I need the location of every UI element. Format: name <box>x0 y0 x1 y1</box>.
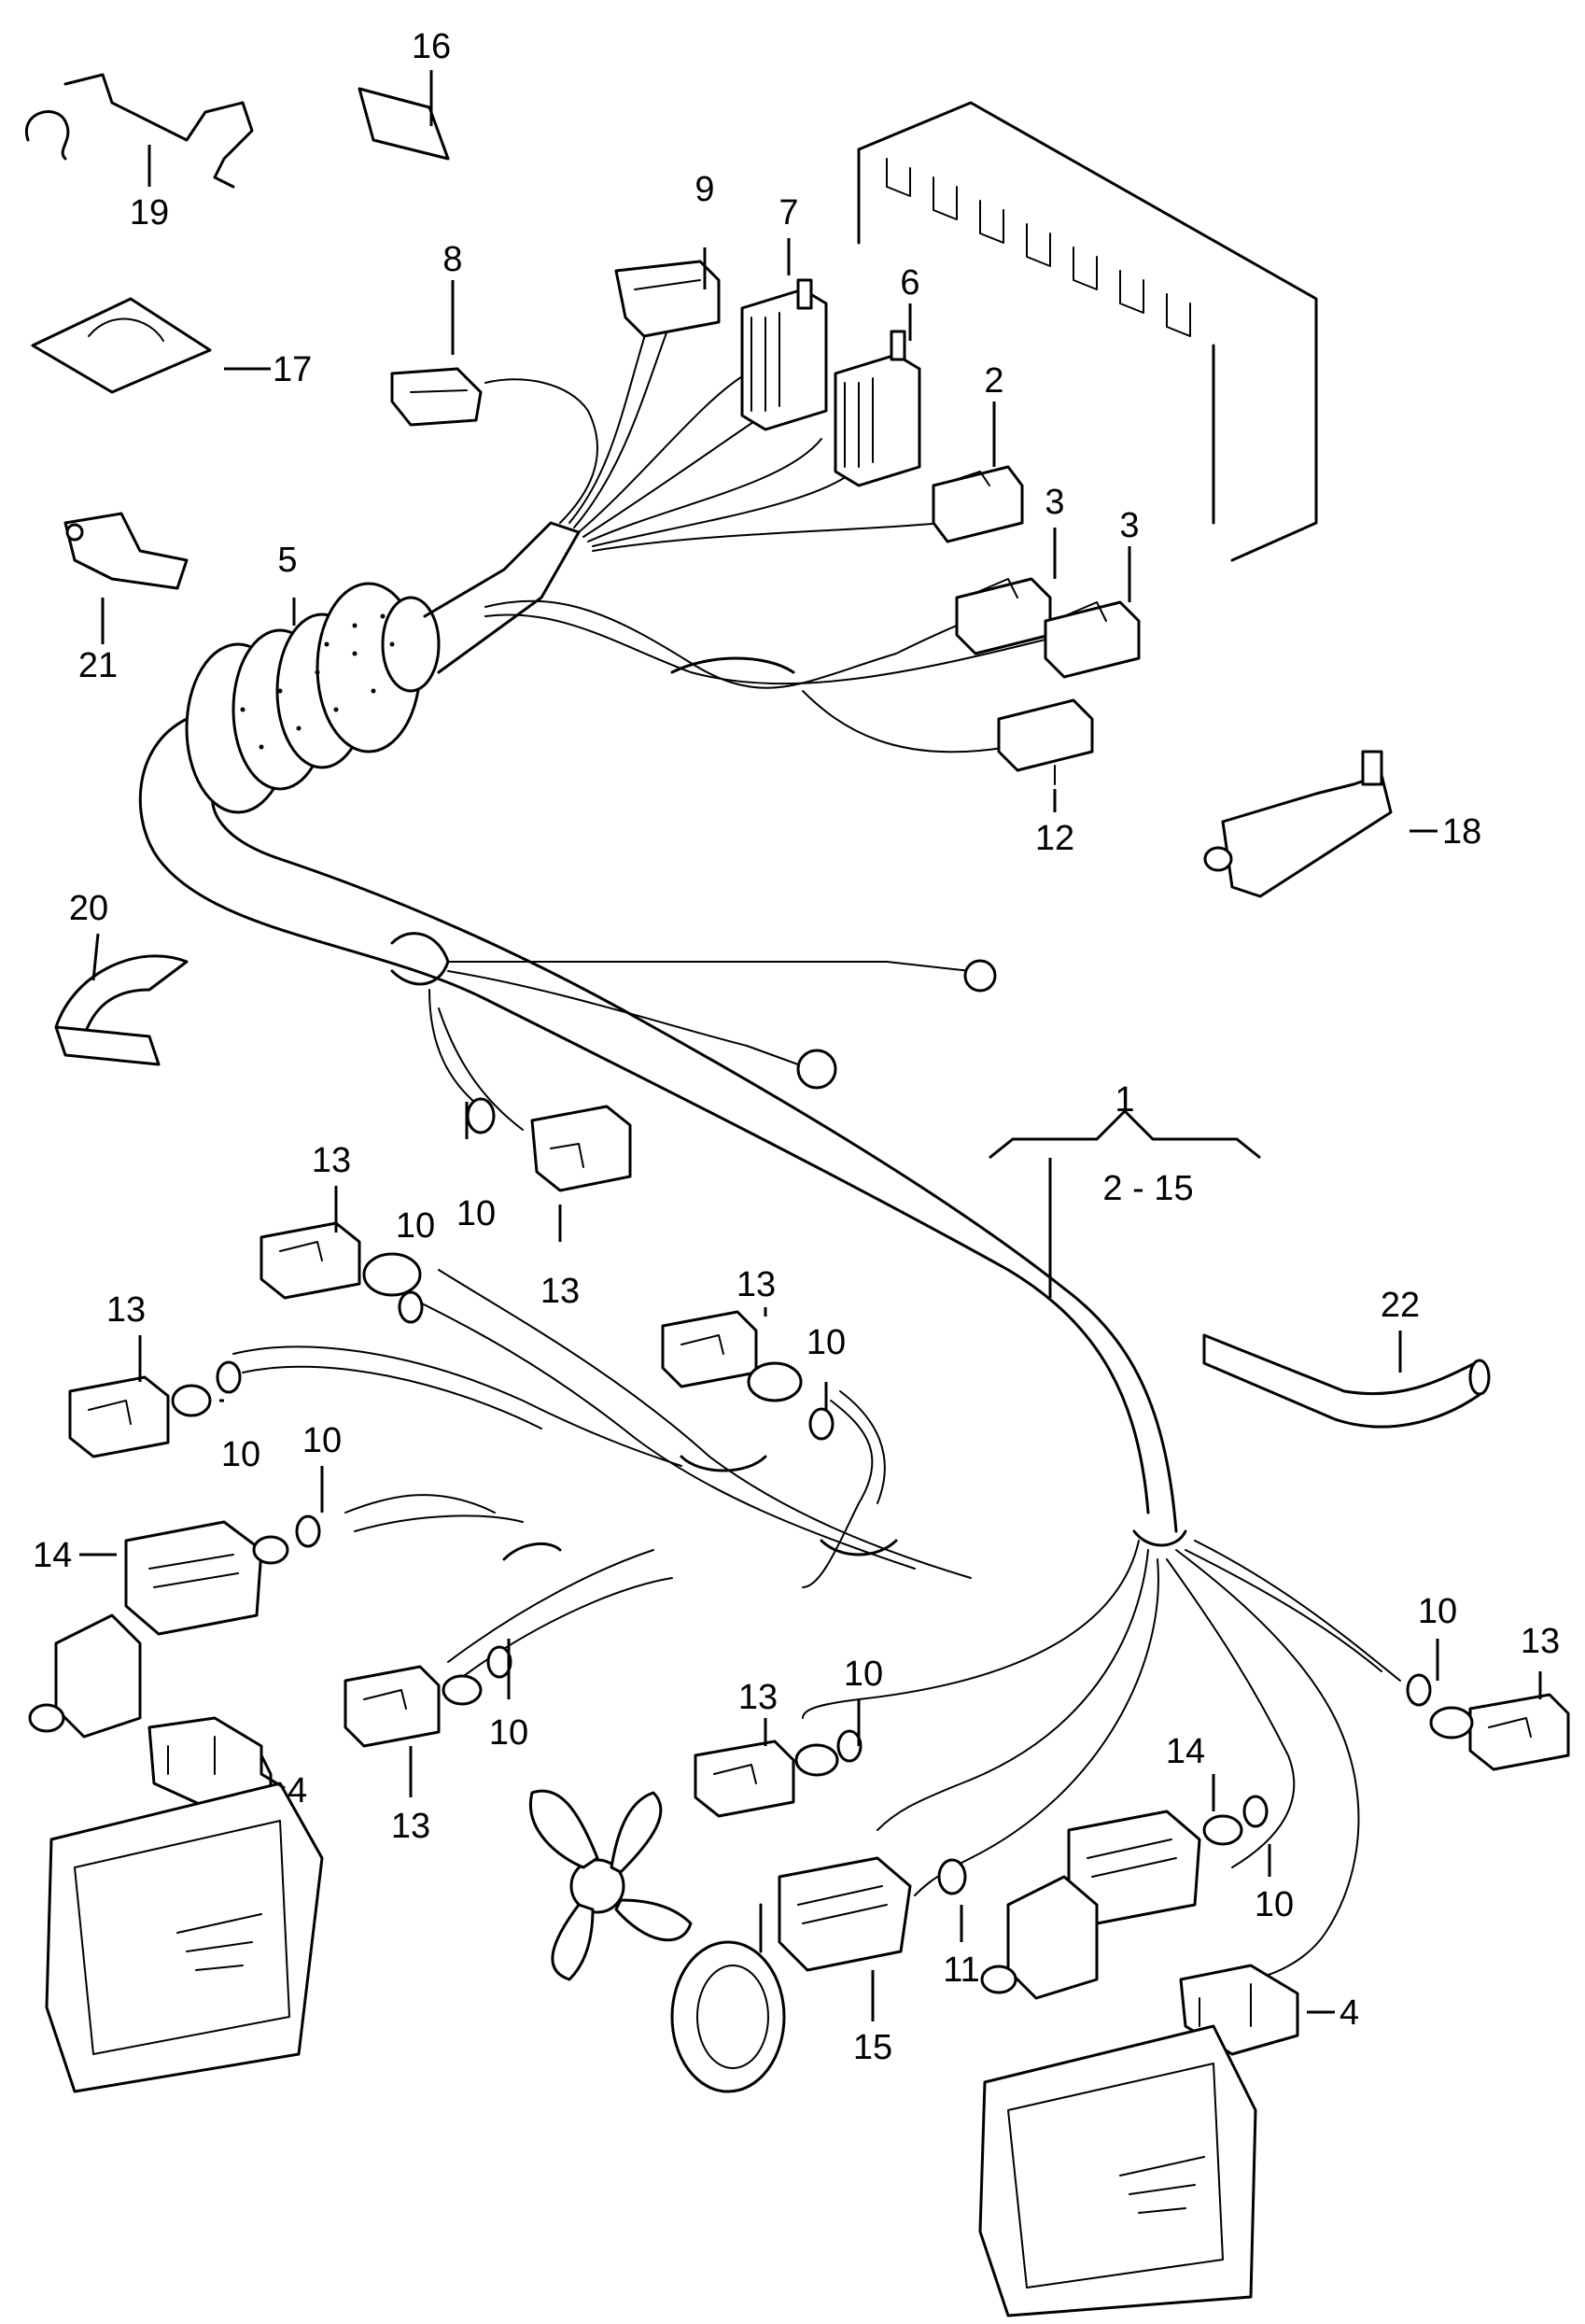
callout-13-a: 13 <box>312 1141 351 1180</box>
connector-8 <box>390 367 483 427</box>
callout-13-f: 13 <box>738 1678 778 1717</box>
actuator-right <box>980 1875 1099 2000</box>
callout-14-a: 14 <box>33 1536 72 1575</box>
callout-9: 9 <box>694 170 714 209</box>
callout-12: 12 <box>1035 819 1074 858</box>
callout-10-d: 10 <box>807 1323 846 1362</box>
connector-4-left <box>147 1716 273 1809</box>
plug-10-a <box>466 1097 496 1134</box>
plug-10-f <box>486 1645 512 1679</box>
main-harness-trunk <box>138 717 1187 1547</box>
connector-3-right <box>1044 600 1141 679</box>
connector-9 <box>614 260 721 338</box>
callout-1-range: 2 - 15 <box>1102 1169 1193 1208</box>
callout-4-left: 4 <box>288 1771 307 1810</box>
part-16-cable-tie <box>358 87 450 161</box>
plug-10-c <box>216 1360 242 1394</box>
plug-11 <box>937 1858 967 1895</box>
lower-wire-branches <box>232 989 1401 1980</box>
grommet-boot <box>185 521 581 814</box>
part-22-tube <box>1202 1333 1491 1429</box>
connector-12 <box>997 698 1094 785</box>
connector-13-f <box>694 1739 839 1818</box>
connector-6 <box>834 330 921 487</box>
callout-5: 5 <box>277 541 297 580</box>
callout-19: 19 <box>130 193 169 232</box>
callout-11: 11 <box>943 1951 979 1990</box>
callout-10-g: 10 <box>844 1655 883 1694</box>
callout-15: 15 <box>853 2028 892 2067</box>
callout-21: 21 <box>78 646 118 685</box>
plug-10-i <box>1406 1673 1432 1707</box>
callout-13-g: 13 <box>1521 1622 1560 1661</box>
callout-13-e: 13 <box>391 1807 430 1846</box>
connector-13-d <box>661 1310 803 1402</box>
callout-10-a: 10 <box>456 1194 496 1233</box>
callout-3-left: 3 <box>1045 483 1064 522</box>
part-20-clamp <box>54 954 189 1066</box>
callout-10-b: 10 <box>396 1206 435 1246</box>
connector-7 <box>740 278 828 431</box>
callout-16: 16 <box>412 27 451 66</box>
callout-10-i: 10 <box>1418 1592 1457 1631</box>
callout-6: 6 <box>900 263 919 303</box>
callout-10-c: 10 <box>221 1435 260 1474</box>
plug-10-e <box>295 1514 321 1548</box>
connector-2 <box>932 465 1024 543</box>
connector-13-a <box>530 1105 632 1192</box>
ground-straps <box>447 959 997 1090</box>
callout-10-f: 10 <box>489 1713 528 1753</box>
plug-10-h <box>1242 1795 1269 1828</box>
plug-10-b <box>398 1290 424 1324</box>
callout-1: 1 <box>1115 1080 1134 1120</box>
callout-10-e: 10 <box>302 1421 342 1460</box>
headlamp-left <box>45 1782 324 2093</box>
callout-14-b: 14 <box>1166 1732 1205 1771</box>
callout-2: 2 <box>984 361 1003 401</box>
headlamp-right <box>978 2024 1257 2317</box>
part-18-bracket <box>1203 750 1393 898</box>
leader-lines <box>79 70 1542 2021</box>
connector-14-a <box>124 1520 289 1636</box>
connector-3-left <box>955 577 1052 655</box>
part-19-clip-wire <box>24 73 254 189</box>
callout-13-b: 13 <box>540 1272 580 1311</box>
callout-3-right: 3 <box>1119 506 1139 545</box>
callout-7: 7 <box>778 193 798 232</box>
plug-10-d <box>808 1407 835 1441</box>
callout-18: 18 <box>1442 812 1481 852</box>
callout-17: 17 <box>273 350 312 389</box>
callout-8: 8 <box>442 240 462 279</box>
callout-22: 22 <box>1381 1286 1420 1325</box>
connector-15 <box>778 1856 912 1972</box>
relay-carrier-box <box>857 101 1318 562</box>
upper-wire-bundle <box>484 307 1065 754</box>
part-21-bracket <box>63 512 189 590</box>
callout-4-right: 4 <box>1340 1993 1359 2033</box>
actuator-left <box>28 1613 142 1739</box>
part-17-holder <box>31 297 212 394</box>
item-1-group-brace <box>989 1108 1261 1298</box>
callout-13-c: 13 <box>106 1290 146 1330</box>
radiator-fan <box>528 1789 693 1981</box>
connector-13-c <box>68 1375 212 1458</box>
callout-10-h: 10 <box>1255 1885 1294 1924</box>
connector-13-g <box>1429 1693 1570 1771</box>
callout-20: 20 <box>69 889 108 928</box>
callout-labels: 16 19 9 7 6 8 17 2 3 3 5 21 12 18 20 1 2… <box>33 27 1560 2067</box>
connector-13-e <box>344 1665 483 1748</box>
callout-13-d: 13 <box>736 1265 776 1304</box>
plug-10-g <box>836 1729 863 1763</box>
horn <box>670 1903 786 2093</box>
